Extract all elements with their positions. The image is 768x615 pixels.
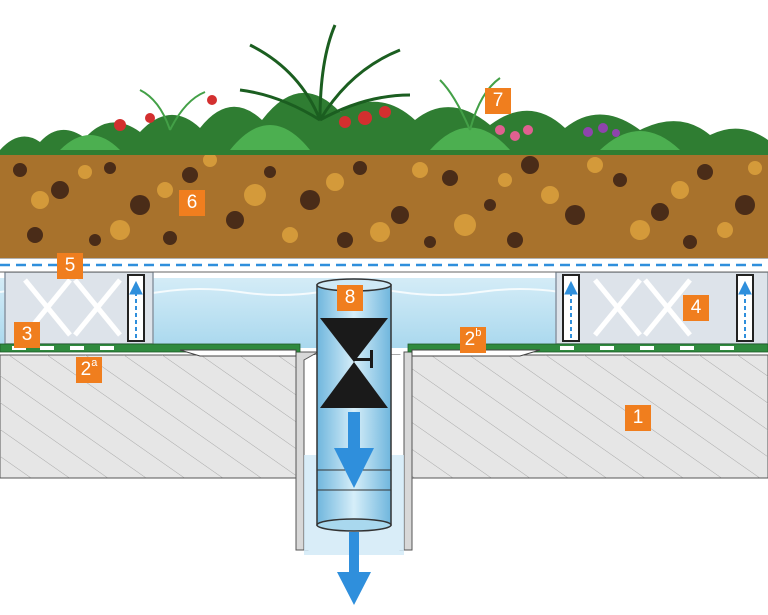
down-arrow-icon (334, 412, 374, 605)
up-arrow-icon (129, 280, 752, 338)
label-membrane-a: 2a (76, 357, 102, 383)
label-concrete-deck: 1 (625, 405, 651, 431)
water-retention-crate-right (555, 271, 768, 345)
label-flow-control-drain: 8 (337, 285, 363, 311)
filter-layer (0, 257, 768, 273)
membrane-layer (0, 343, 768, 357)
label-vegetation: 7 (485, 88, 511, 114)
growing-substrate (0, 150, 768, 258)
label-membrane-b: 2b (460, 327, 486, 353)
label-growing-substrate: 6 (179, 190, 205, 216)
label-water-retention-crate: 4 (683, 295, 709, 321)
label-protection-fleece: 3 (14, 322, 40, 348)
vegetation (0, 24, 768, 155)
label-filter-layer: 5 (57, 253, 83, 279)
butterfly-valve-icon (320, 318, 388, 408)
